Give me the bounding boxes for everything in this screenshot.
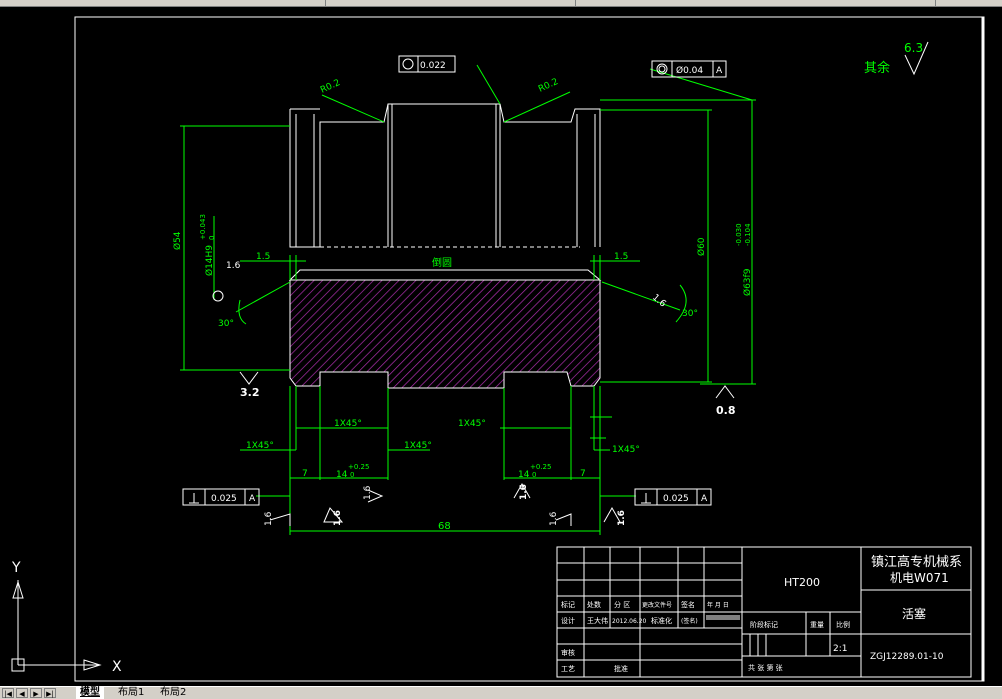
section-hatch: [288, 269, 602, 389]
chamfer-label-3: 1X45°: [246, 441, 274, 451]
design-date: 2012.06.20: [612, 618, 647, 625]
dim-chamfer-right: 1.5: [614, 252, 628, 262]
roughness-bottom-3: 1.6: [363, 485, 373, 500]
ucs-x-label: X: [112, 659, 122, 675]
dimension-texts: 其余 6.3 倒圆 R0.2 R0.2 0.022 Ø0.04 A Ø54 Ø1…: [172, 41, 923, 532]
section-label: 倒圆: [432, 257, 452, 269]
perp-datum-right: A: [701, 494, 708, 504]
sheet-border: [74, 16, 985, 682]
tab-layout1[interactable]: 布局1: [118, 687, 145, 698]
header-date: 年 月 日: [707, 601, 729, 609]
roughness-symbols: [239, 41, 929, 526]
default-roughness-value: 6.3: [904, 41, 923, 55]
groove-tol-up-left: +0.25: [348, 463, 369, 471]
sheets-label: 共 张 第 张: [748, 663, 783, 672]
groove-tol-up-right: +0.25: [530, 463, 551, 471]
weight-label: 重量: [810, 621, 824, 629]
layout-tab-bar: |◀ ◀ ▶ ▶| 模型 布局1 布局2: [0, 686, 1002, 699]
header-mark: 标记: [561, 600, 575, 609]
chamfer-label-1: 1X45°: [334, 419, 362, 429]
standardization-label: 标准化: [651, 616, 672, 625]
datum-label: A: [716, 66, 723, 76]
roughness-right: 1.6: [650, 293, 668, 310]
toolbar-separator: [935, 0, 936, 6]
part-outline: [289, 103, 601, 248]
perp-tol-left: 0.025: [211, 494, 237, 504]
dim-groove-right: 14: [518, 470, 530, 480]
dim-dia-right: Ø60: [696, 237, 707, 256]
class-name: 机电W071: [890, 571, 949, 585]
approve-label: 批准: [614, 664, 628, 673]
dim-dia-bore: Ø14H9: [204, 245, 215, 276]
toolbar-separator: [325, 0, 326, 6]
dim-groove-left: 14: [336, 470, 348, 480]
review-label: 审核: [561, 648, 575, 657]
roughness-0-8: 0.8: [716, 404, 736, 417]
dim-r-left: R0.2: [319, 78, 342, 96]
dim-right-tol-low: -0.104: [744, 223, 752, 246]
tolerance-frames: [182, 55, 727, 506]
dim-dia-left: Ø54: [172, 231, 183, 250]
dim-seven-left: 7: [302, 469, 308, 479]
roughness-bottom-6: 1.6: [617, 510, 627, 526]
ucs-icon: [11, 580, 102, 672]
ratio-label: 比例: [836, 620, 850, 629]
school-name: 镇江高专机械系: [871, 554, 962, 570]
tab-layout2[interactable]: 布局2: [160, 687, 187, 698]
craft-label: 工艺: [561, 665, 575, 673]
roughness-3-2: 3.2: [240, 386, 260, 399]
header-count: 处数: [587, 600, 601, 609]
design-label: 设计: [561, 616, 575, 625]
dim-bore-tol-low: 0: [208, 236, 216, 240]
roughness-bottom-5: 1.6: [549, 511, 559, 526]
dim-dia-right-2: Ø63f9: [742, 268, 753, 296]
title-block: [556, 546, 972, 678]
drawing-number: ZGJ12289.01-10: [870, 652, 944, 662]
dim-chamfer-left: 1.5: [256, 252, 270, 262]
roughness-left: 1.6: [226, 261, 241, 271]
coaxiality-tol-value: Ø0.04: [676, 65, 703, 76]
dimension-lines: [180, 64, 756, 535]
title-block-texts: HT200 镇江高专机械系 机电W071 活塞 ZGJ12289.01-10 2…: [561, 554, 962, 673]
header-sign: 签名: [681, 600, 695, 609]
ucs-y-label: Y: [11, 560, 21, 576]
perp-datum-left: A: [249, 494, 256, 504]
stage-mark-label: 阶段标记: [750, 620, 778, 629]
angle-left: 30°: [218, 319, 234, 329]
flatness-tol-value: 0.022: [420, 61, 446, 71]
designer-name: 王大伟: [587, 616, 608, 625]
dim-right-tol-up: -0.030: [735, 223, 743, 246]
remaining-roughness-label: 其余: [864, 60, 890, 76]
roughness-bottom-1: 1.6: [264, 511, 274, 526]
angle-right: 30°: [682, 309, 698, 319]
groove-tol-low-left: 0: [350, 471, 354, 479]
cad-drawing-canvas[interactable]: 其余 6.3 倒圆 R0.2 R0.2 0.022 Ø0.04 A Ø54 Ø1…: [0, 6, 1002, 686]
sign-label: (签名): [681, 617, 698, 625]
scale-value: 2:1: [833, 644, 847, 654]
part-name: 活塞: [902, 606, 926, 621]
header-doc-no: 更改文件号: [642, 601, 672, 609]
first-tab-button[interactable]: |◀: [2, 688, 14, 698]
dim-seven-right: 7: [580, 469, 586, 479]
roughness-bottom-2: 1.6: [333, 510, 343, 526]
dim-bore-tol-up: +0.043: [199, 214, 207, 240]
chamfer-label-2: 1X45°: [458, 419, 486, 429]
prev-tab-button[interactable]: ◀: [16, 688, 28, 698]
chamfer-label-4: 1X45°: [404, 441, 432, 451]
perp-tol-right: 0.025: [663, 494, 689, 504]
material-label: HT200: [784, 576, 820, 589]
roughness-bottom-4: 1.6: [519, 484, 529, 500]
top-toolbar-strip: [0, 0, 1002, 7]
dim-overall-length: 68: [438, 521, 451, 532]
last-tab-button[interactable]: ▶|: [44, 688, 56, 698]
tab-model[interactable]: 模型: [76, 687, 104, 699]
header-zone: 分 区: [614, 600, 630, 609]
next-tab-button[interactable]: ▶: [30, 688, 42, 698]
toolbar-separator: [575, 0, 576, 6]
dim-r-right: R0.2: [537, 77, 560, 95]
chamfer-label-5: 1X45°: [612, 445, 640, 455]
groove-tol-low-right: 0: [532, 471, 536, 479]
